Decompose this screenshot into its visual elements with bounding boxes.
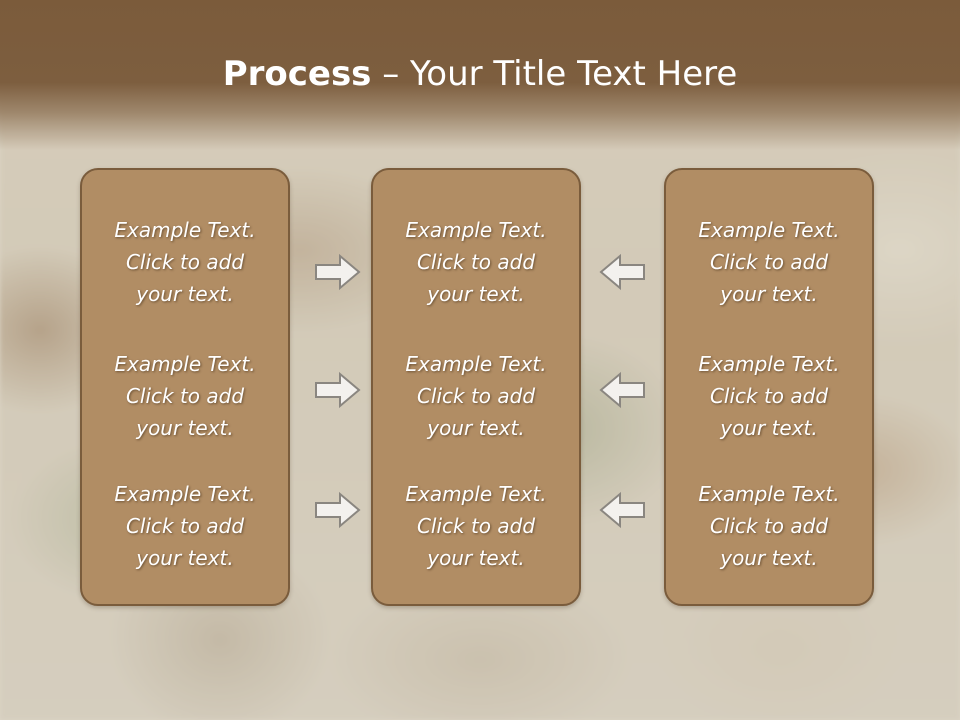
text-line: Click to add: [709, 384, 829, 408]
arrow-right-icon: [314, 490, 362, 530]
text-line: your text.: [136, 282, 234, 306]
text-line: Click to add: [125, 250, 245, 274]
text-line: Example Text.: [698, 218, 840, 242]
arrow-left-icon: [598, 490, 646, 530]
text-line: Click to add: [709, 514, 829, 538]
text-line: Click to add: [125, 384, 245, 408]
text-line: your text.: [136, 546, 234, 570]
text-line: Example Text.: [405, 218, 547, 242]
panel-left[interactable]: Example Text. Click to add your text. Ex…: [80, 168, 290, 606]
title-bold: Process: [222, 54, 372, 94]
arrow-left-icon: [598, 370, 646, 410]
panel-right[interactable]: Example Text. Click to add your text. Ex…: [664, 168, 874, 606]
text-line: your text.: [427, 416, 525, 440]
text-block[interactable]: Example Text. Click to add your text.: [666, 214, 872, 310]
text-line: Click to add: [125, 514, 245, 538]
text-block[interactable]: Example Text. Click to add your text.: [82, 214, 288, 310]
panel-middle[interactable]: Example Text. Click to add your text. Ex…: [371, 168, 581, 606]
title-rest: – Your Title Text Here: [371, 54, 738, 94]
text-line: Example Text.: [405, 482, 547, 506]
text-line: your text.: [427, 282, 525, 306]
text-line: your text.: [427, 546, 525, 570]
text-block[interactable]: Example Text. Click to add your text.: [373, 214, 579, 310]
slide-title[interactable]: Process – Your Title Text Here: [0, 52, 960, 96]
arrow-right-icon: [314, 370, 362, 410]
text-line: Example Text.: [114, 352, 256, 376]
text-line: your text.: [720, 282, 818, 306]
text-line: Example Text.: [698, 482, 840, 506]
text-line: Example Text.: [114, 482, 256, 506]
text-block[interactable]: Example Text. Click to add your text.: [373, 478, 579, 574]
text-line: your text.: [720, 546, 818, 570]
text-line: Click to add: [416, 250, 536, 274]
text-block[interactable]: Example Text. Click to add your text.: [666, 348, 872, 444]
text-block[interactable]: Example Text. Click to add your text.: [666, 478, 872, 574]
text-line: Example Text.: [698, 352, 840, 376]
text-block[interactable]: Example Text. Click to add your text.: [373, 348, 579, 444]
text-line: your text.: [720, 416, 818, 440]
text-line: Click to add: [709, 250, 829, 274]
text-line: Click to add: [416, 384, 536, 408]
text-line: Example Text.: [114, 218, 256, 242]
arrow-left-icon: [598, 252, 646, 292]
text-line: your text.: [136, 416, 234, 440]
title-bar: [0, 0, 960, 150]
text-line: Example Text.: [405, 352, 547, 376]
arrow-right-icon: [314, 252, 362, 292]
text-block[interactable]: Example Text. Click to add your text.: [82, 478, 288, 574]
text-line: Click to add: [416, 514, 536, 538]
text-block[interactable]: Example Text. Click to add your text.: [82, 348, 288, 444]
